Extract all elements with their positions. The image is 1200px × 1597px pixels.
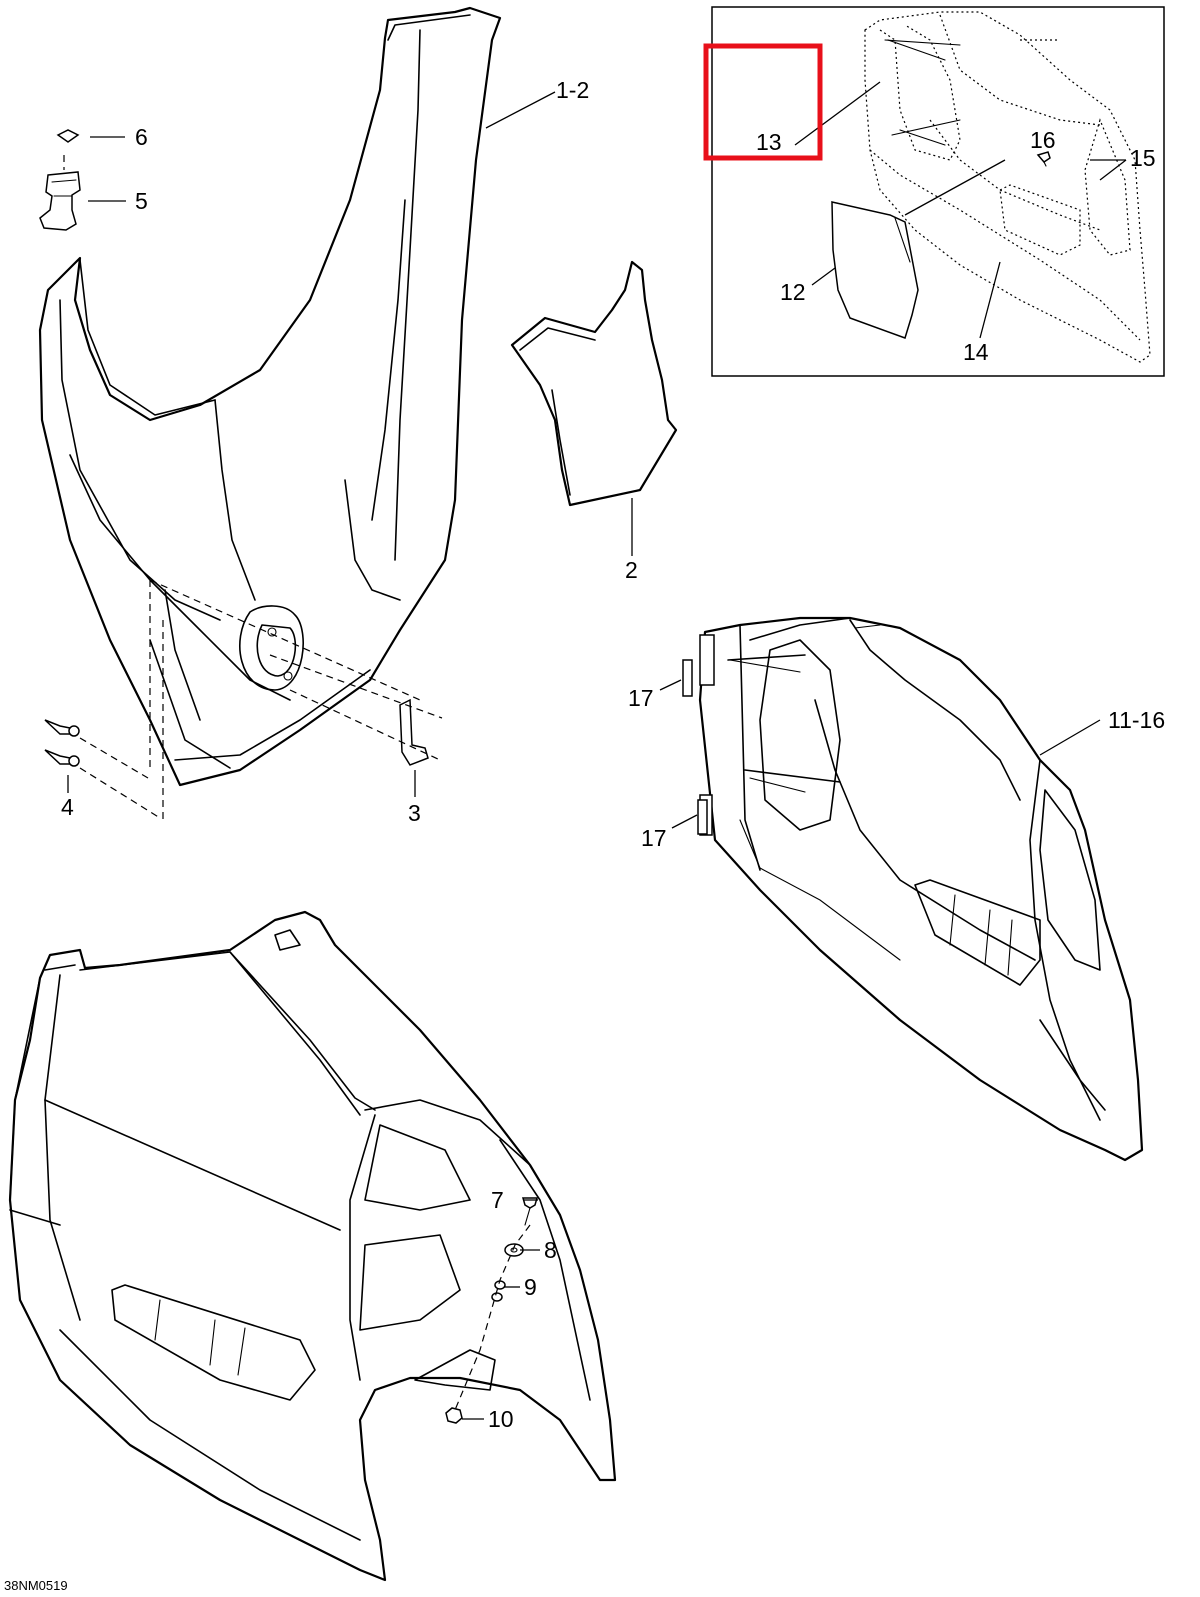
callout-12: 12 — [780, 279, 806, 305]
callout-13: 13 — [756, 129, 782, 155]
callout-3: 3 — [408, 800, 421, 826]
callout-14: 14 — [963, 339, 989, 365]
highlight-box — [703, 43, 823, 161]
bracket-part[interactable] — [399, 698, 429, 766]
inset-panel-part[interactable] — [864, 11, 1151, 363]
inset-cover-plate-part[interactable] — [831, 201, 919, 339]
inset-frame — [711, 6, 1165, 377]
callout-9: 9 — [524, 1274, 537, 1300]
hardware-assembly-line — [454, 1224, 531, 1411]
callout-5: 5 — [135, 188, 148, 214]
nut-part[interactable] — [445, 1407, 463, 1424]
callout-16: 16 — [1030, 127, 1056, 153]
push-rivet-part[interactable] — [44, 719, 80, 767]
reference-code: 38NM0519 — [4, 1578, 68, 1593]
hood-panel-part[interactable] — [38, 6, 502, 787]
hood-mounting-lines — [63, 155, 443, 820]
grille-panel-part[interactable] — [510, 260, 678, 507]
callout-17-upper: 17 — [628, 685, 654, 711]
callout-4: 4 — [61, 794, 74, 820]
inset-leader-12-arrow — [904, 159, 1006, 216]
callout-10: 10 — [488, 1406, 514, 1432]
clip-body-part[interactable] — [39, 171, 81, 231]
callout-1-2: 1-2 — [556, 77, 589, 103]
callout-8: 8 — [544, 1237, 557, 1263]
assembled-front-view — [8, 910, 617, 1582]
detail-inset — [711, 6, 1165, 377]
callout-15: 15 — [1130, 145, 1156, 171]
callout-6: 6 — [135, 124, 148, 150]
side-panel-assembly-part[interactable] — [698, 616, 1144, 1162]
callout-11-16: 11-16 — [1108, 707, 1165, 733]
callout-2: 2 — [625, 557, 638, 583]
callout-17-lower: 17 — [641, 825, 667, 851]
strip-part[interactable] — [682, 659, 708, 835]
clip-cap-part[interactable] — [56, 129, 80, 143]
callout-7: 7 — [491, 1187, 504, 1213]
callout-leaders — [67, 81, 1127, 1420]
inset-screw-part[interactable] — [1036, 151, 1051, 167]
